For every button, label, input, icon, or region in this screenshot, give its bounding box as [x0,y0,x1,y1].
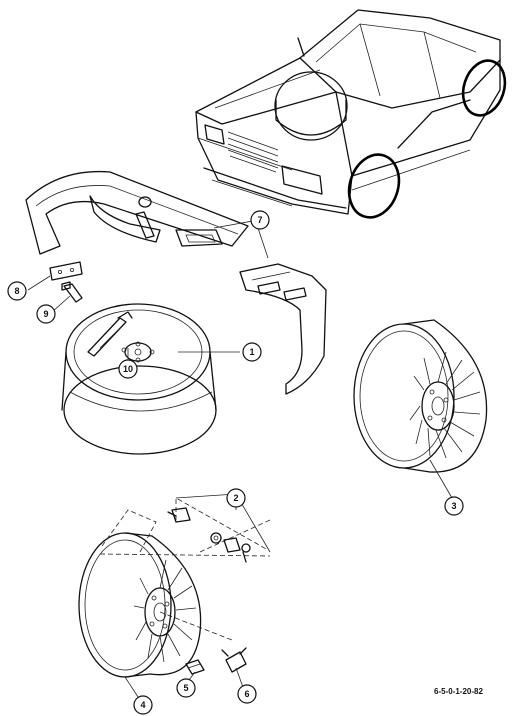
alloy-road-wheel [353,319,488,499]
callout-5: 5 [176,678,196,698]
strap-retainer [239,263,327,395]
callout-8: 8 [7,281,27,301]
svg-text:1: 1 [249,347,254,357]
alloy-wheel-exploded [78,493,271,691]
svg-text:2: 2 [233,493,238,503]
callout-4: 4 [133,695,153,715]
svg-text:5: 5 [183,683,188,693]
svg-text:9: 9 [43,309,48,319]
reference-code: 6-5-0-1-20-82 [434,687,483,696]
callout-2: 2 [226,488,246,508]
callout-6: 6 [237,684,257,704]
svg-text:6: 6 [244,689,249,699]
svg-text:3: 3 [451,501,456,511]
steel-spare-wheel [61,303,240,455]
svg-text:4: 4 [140,700,145,710]
callout-7: 7 [250,210,270,230]
spare-wheel-strap [25,170,249,255]
svg-text:7: 7 [257,215,262,225]
callout-10: 10 [118,359,138,379]
callout-9: 9 [36,304,56,324]
callout-1: 1 [242,342,262,362]
callout-3: 3 [444,496,464,516]
car-illustration [195,9,507,219]
svg-text:8: 8 [14,286,19,296]
leader-lines [124,219,269,701]
svg-text:10: 10 [123,364,133,374]
strap-bracket-and-bolt [27,261,83,313]
